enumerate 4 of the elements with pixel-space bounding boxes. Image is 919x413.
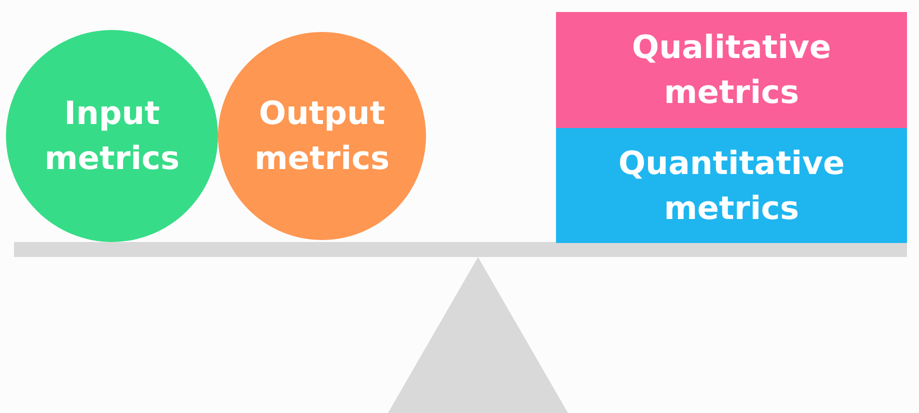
metric-box: Quantitative metrics xyxy=(556,128,907,243)
metric-box: Qualitative metrics xyxy=(556,12,907,128)
metric-circle: Input metrics xyxy=(6,30,218,242)
metric-circle: Output metrics xyxy=(218,32,426,240)
